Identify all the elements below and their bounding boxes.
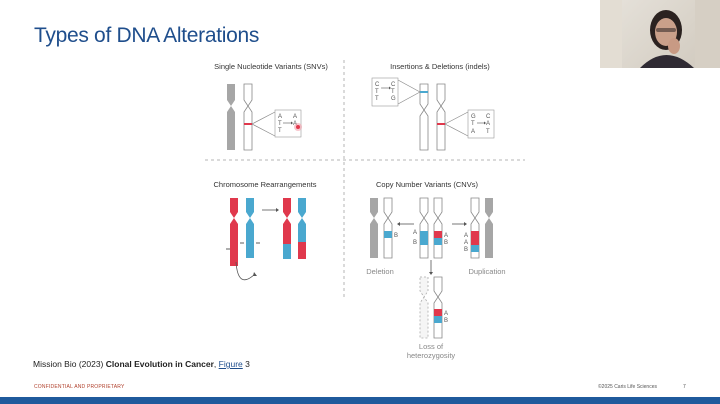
snv-base-label: A [278,114,282,120]
indel-top-base-box [371,77,399,107]
snv-red-marker [244,123,252,125]
rearrangement-label: Chromosome Rearrangements [213,180,317,189]
cnv-label: Copy Number Variants (CNVs) [376,180,478,189]
original-chromosome-1 [419,197,429,259]
figure-link[interactable]: Figure [218,359,243,369]
deletion-white-chromosome [383,197,393,259]
indel-top-chromosome [419,83,429,151]
citation-suffix: 3 [242,359,250,369]
bottom-bar [0,397,720,404]
deletion-gray-chromosome [370,198,378,258]
loh-label: Loss of heterozygosity [406,342,456,360]
indel-base-label: T [375,96,379,102]
rearranged-red-chromosome [283,198,291,244]
citation-prefix: Mission Bio (2023) [33,359,106,369]
original-chromosome-2 [433,197,443,259]
snv-base-label: T [278,128,282,134]
rearranged-blue-segment [283,244,291,259]
page-number: 7 [683,384,686,390]
indel-red-marker [437,123,445,125]
duplication-gray-chromosome [485,198,493,258]
svg-text:A: A [464,240,468,246]
rearrangement-illustration [226,198,306,281]
snv-base-label: T [278,121,282,127]
rearranged-red-segment [298,242,306,259]
indel-base-label: A [471,129,475,135]
snv-white-chromosome [243,83,253,151]
slide-title: Types of DNA Alterations [34,24,260,47]
indel-base-label: G [391,96,396,102]
svg-text:A: A [444,233,448,239]
loh-white-chromosome [433,276,443,339]
citation: Mission Bio (2023) Clonal Evolution in C… [33,359,250,369]
copyright-notice: ©2025 Caris Life Sciences [598,384,657,390]
snv-base-label: A [293,121,297,127]
indel-base-label: T [471,121,475,127]
presenter-webcam[interactable] [600,0,720,68]
indel-base-label: T [391,89,395,95]
indel-base-label: C [486,114,491,120]
svg-text:B: B [464,247,468,253]
snv-base-label: A [293,114,297,120]
mouse-cursor-dot [296,125,300,129]
svg-text:A: A [444,311,448,317]
indel-base-label: C [391,82,396,88]
indel-base-label: A [486,121,490,127]
indel-illustration: C T T C T G G T A C A T [371,77,495,151]
citation-title: Clonal Evolution in Cancer [105,359,214,369]
swap-arrow [235,261,256,281]
rearranged-blue-chromosome [298,198,306,242]
indel-bottom-base-box [467,109,495,139]
indel-blue-marker [420,91,428,93]
snv-label: Single Nucleotide Variants (SNVs) [214,62,328,71]
snv-illustration: A T T A A [227,83,302,151]
indel-base-label: T [486,129,490,135]
svg-text:B: B [394,233,398,239]
deletion-label: Deletion [366,267,394,276]
svg-text:B: B [413,240,417,246]
indel-base-label: G [471,114,476,120]
cnv-illustration: B A B A B A A B A B [370,197,493,339]
svg-text:A: A [413,230,417,236]
blue-chromosome [246,198,254,258]
indel-label: Insertions & Deletions (indels) [390,62,490,71]
citation-separator: , [213,359,219,369]
indel-base-label: T [375,89,379,95]
svg-text:A: A [464,233,468,239]
svg-text:B: B [444,318,448,324]
presenter-video-frame [600,0,720,68]
svg-text:B: B [444,240,448,246]
duplication-label: Duplication [468,267,506,276]
loh-dashed-chromosome [419,276,429,339]
indel-base-label: C [375,82,380,88]
indel-bottom-chromosome [436,83,446,151]
red-chromosome [230,198,238,266]
snv-gray-chromosome [227,84,235,150]
confidential-notice: CONFIDENTIAL AND PROPRIETARY [34,384,125,390]
